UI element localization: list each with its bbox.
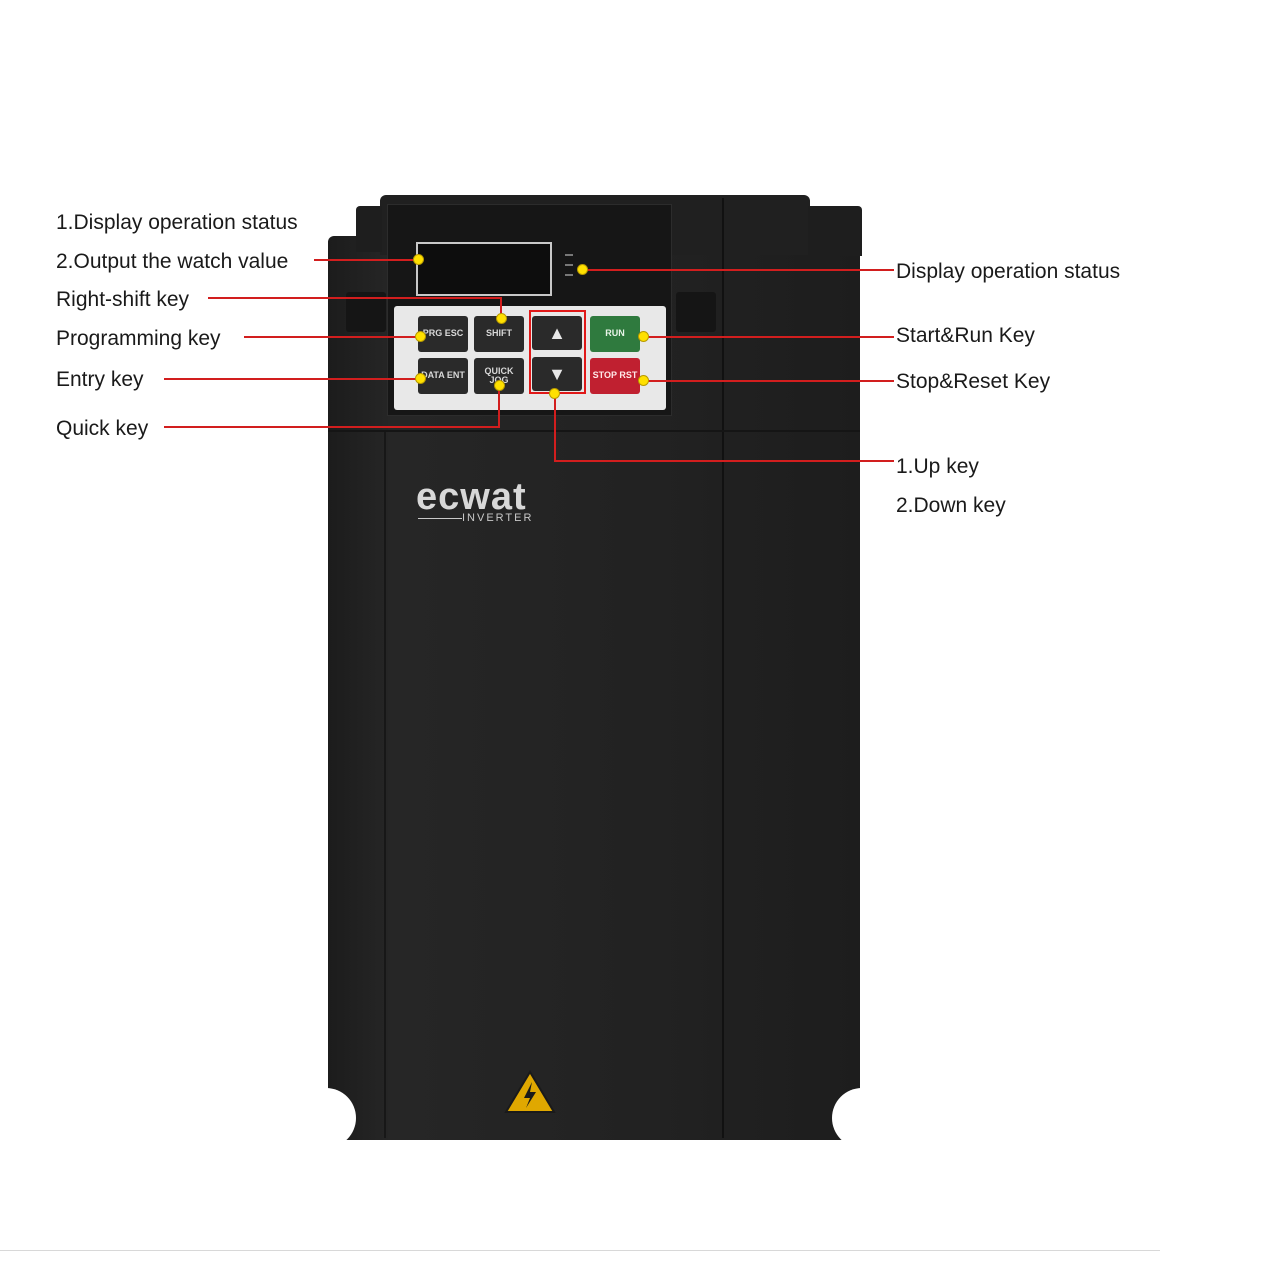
leader-line-entry bbox=[164, 378, 420, 380]
label-programming-key: Programming key bbox=[56, 327, 221, 350]
leader-line-updown-v bbox=[554, 394, 556, 462]
logo-underline bbox=[418, 518, 462, 519]
callout-dot-run bbox=[638, 331, 649, 342]
callout-dot-updown bbox=[549, 388, 560, 399]
label-right-shift-key: Right-shift key bbox=[56, 288, 190, 311]
label-quick-key: Quick key bbox=[56, 417, 149, 440]
cover-edge bbox=[328, 430, 860, 432]
right-vent bbox=[676, 292, 716, 332]
label-stop-reset-key: Stop&Reset Key bbox=[896, 370, 1051, 393]
cover-seam bbox=[722, 198, 724, 1138]
right-ear bbox=[808, 206, 862, 256]
leader-line-status bbox=[584, 269, 894, 271]
label-display-operation-status: Display operation status bbox=[896, 260, 1121, 283]
callout-dot-quick bbox=[494, 380, 505, 391]
led-display bbox=[416, 242, 552, 296]
callout-dot-shift bbox=[496, 313, 507, 324]
leader-line-updown bbox=[554, 460, 894, 462]
callout-dot-status bbox=[577, 264, 588, 275]
programming-key[interactable]: PRG ESC bbox=[418, 316, 468, 352]
callout-dot-display bbox=[413, 254, 424, 265]
arrow-keys-highlight bbox=[529, 310, 586, 394]
leader-line-quick bbox=[164, 426, 500, 428]
left-seam bbox=[384, 430, 386, 1138]
leader-line-shift-v bbox=[500, 297, 502, 319]
leader-line-quick-v bbox=[498, 386, 500, 428]
up-key[interactable]: ▲ bbox=[532, 316, 582, 350]
status-leds bbox=[565, 252, 575, 290]
left-foot-cut bbox=[296, 1088, 356, 1148]
leader-line-run bbox=[648, 336, 894, 338]
left-ear bbox=[356, 206, 382, 252]
label-watch-value: 2.Output the watch value bbox=[56, 250, 289, 273]
brand-logo: ecwat bbox=[416, 476, 527, 518]
entry-key[interactable]: DATA ENT bbox=[418, 358, 468, 394]
callout-dot-entry bbox=[415, 373, 426, 384]
callout-dot-stop bbox=[638, 375, 649, 386]
label-entry-key: Entry key bbox=[56, 368, 144, 391]
right-foot-cut bbox=[832, 1088, 892, 1148]
leader-line-programming bbox=[244, 336, 420, 338]
callout-dot-programming bbox=[415, 331, 426, 342]
leader-line-display bbox=[314, 259, 418, 261]
warning-triangle-icon bbox=[504, 1070, 556, 1113]
label-start-run-key: Start&Run Key bbox=[896, 324, 1035, 347]
down-key[interactable]: ▼ bbox=[532, 357, 582, 391]
label-display-status: 1.Display operation status bbox=[56, 211, 298, 234]
stop-reset-key[interactable]: STOP RST bbox=[590, 358, 640, 394]
label-down-key: 2.Down key bbox=[896, 494, 1006, 517]
leader-line-stop bbox=[648, 380, 894, 382]
start-run-key[interactable]: RUN bbox=[590, 316, 640, 352]
brand-subtitle: INVERTER bbox=[462, 512, 534, 524]
label-up-key: 1.Up key bbox=[896, 455, 979, 478]
bottom-divider bbox=[0, 1250, 1160, 1251]
leader-line-shift bbox=[208, 297, 502, 299]
